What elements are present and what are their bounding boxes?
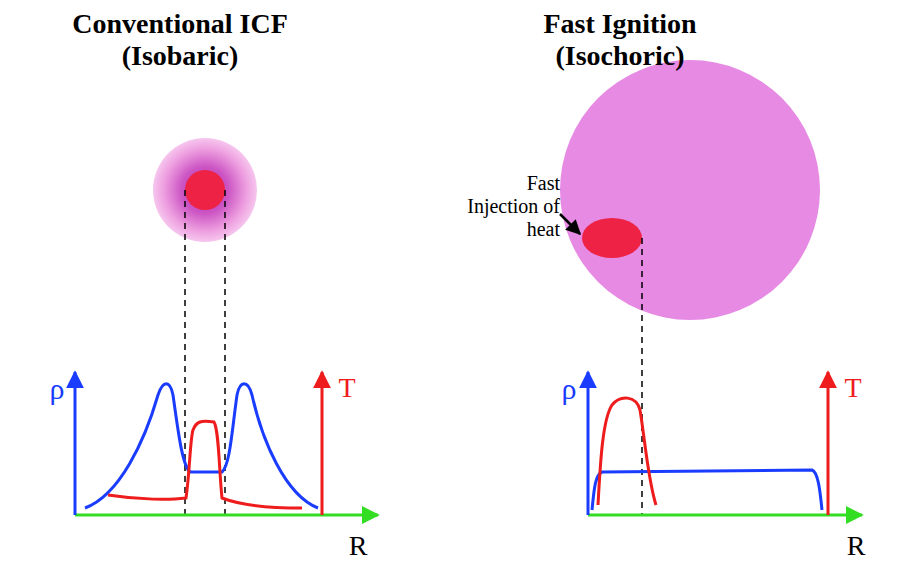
axis-label: R <box>340 530 376 562</box>
isobaric-capsule <box>153 138 257 242</box>
hot-spot <box>582 218 642 258</box>
left-axes <box>75 372 378 515</box>
right-axes <box>588 372 862 515</box>
axis-label: R <box>838 530 874 562</box>
callout-text: Fast Injection of heat <box>460 172 560 241</box>
heading: Fast Ignition (Isochoric) <box>490 8 750 72</box>
temperature-curve <box>108 421 302 508</box>
guide-line <box>641 238 643 515</box>
axis-label: ρ <box>554 372 584 407</box>
temperature-curve <box>598 398 656 505</box>
axis-label: ρ <box>42 372 72 407</box>
isochoric-capsule <box>560 60 820 320</box>
density-curve <box>592 470 822 510</box>
injection-arrow <box>560 214 580 234</box>
density-curve <box>85 384 318 508</box>
axis-label: T <box>332 372 362 404</box>
heading: Conventional ICF (Isobaric) <box>30 8 330 72</box>
axis-label: T <box>838 372 868 404</box>
